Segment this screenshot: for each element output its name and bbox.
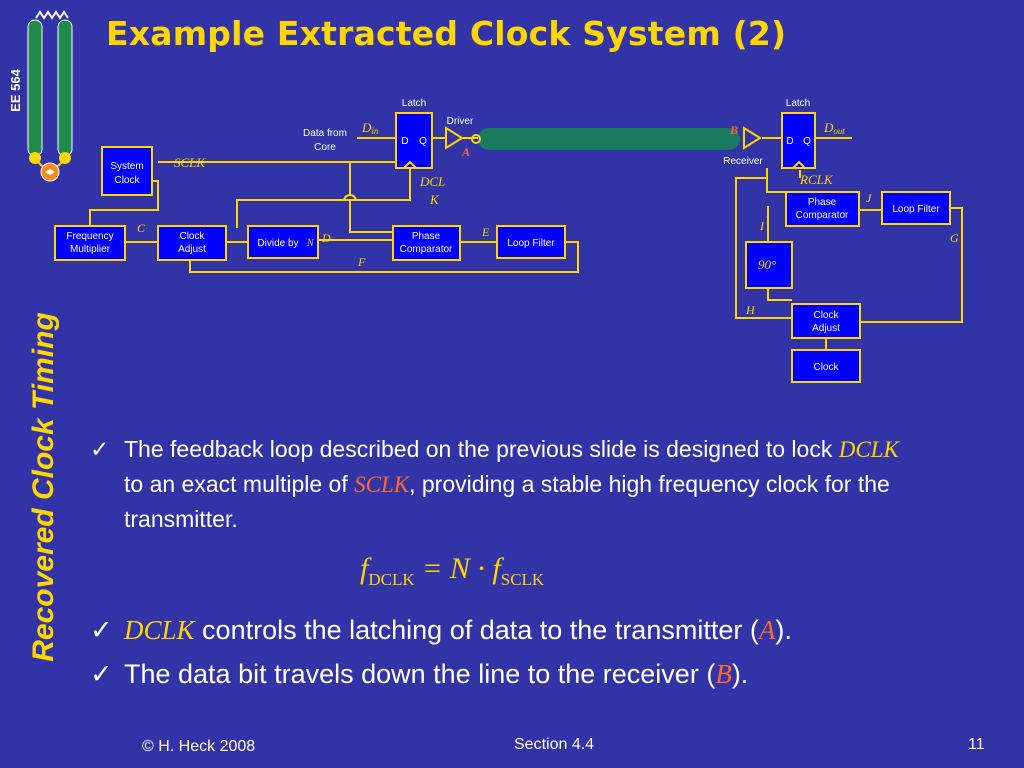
label-e: E xyxy=(481,225,490,239)
freq-mult-label-2: Multiplier xyxy=(70,244,111,255)
r-clock-adjust-label-2: Adjust xyxy=(812,323,840,334)
check-icon: ✓ xyxy=(90,615,113,645)
n-label: N xyxy=(306,238,315,249)
receiver-phase-comparator-box xyxy=(785,191,860,227)
footer-copyright: © H. Heck 2008 xyxy=(142,738,256,755)
r-clock-adjust-label-1: Clock xyxy=(813,310,839,321)
latch-left-box xyxy=(395,112,433,169)
logo-icon xyxy=(27,10,73,182)
receiver-clock-adjust-box xyxy=(791,303,861,339)
footer-page-number: 11 xyxy=(968,736,985,753)
rclk-label: RCLK xyxy=(799,172,834,187)
footer-section: Section 4.4 xyxy=(514,736,595,753)
r-phase-comp-label-1: Phase xyxy=(808,197,837,208)
deg90-label: 90° xyxy=(758,257,776,272)
clock-system-diagram: Latch Latch D Q D Q Driver Receiver Data… xyxy=(54,98,963,383)
phase-shift-90-box xyxy=(745,241,793,289)
bullet-3: ✓ The data bit travels down the line to … xyxy=(90,652,990,696)
receiver-loop-filter-box xyxy=(881,191,951,225)
label-d: D xyxy=(321,231,331,245)
driver-label: Driver xyxy=(447,116,474,127)
clock-adjust-label-2: Adjust xyxy=(178,244,206,255)
sclk-label: SCLK xyxy=(174,155,206,170)
receiver-label: Receiver xyxy=(723,156,763,167)
bullet-2: ✓ DCLK controls the latching of data to … xyxy=(90,608,990,652)
bullet-1: ✓ The feedback loop described on the pre… xyxy=(90,432,924,536)
data-from-label: Data from xyxy=(303,128,347,139)
dout-label: Dout xyxy=(823,120,845,136)
label-i: I xyxy=(759,219,765,233)
latch-left-d: D xyxy=(401,136,408,147)
latch-right-q: Q xyxy=(803,136,811,147)
label-h: H xyxy=(745,303,756,317)
receiver-clock-box xyxy=(791,349,861,383)
clock-adjust-box xyxy=(157,225,227,261)
check-icon: ✓ xyxy=(90,659,113,689)
check-icon: ✓ xyxy=(90,436,110,462)
divide-by-box xyxy=(247,225,319,259)
label-j: J xyxy=(866,191,872,205)
loop-filter-box xyxy=(496,225,566,259)
slide-title: Example Extracted Clock System (2) xyxy=(106,14,787,53)
dclk-label-2: K xyxy=(429,192,440,207)
dclk-label-1: DCL xyxy=(419,174,445,189)
din-label: Din xyxy=(361,120,379,136)
system-clock-label-2: Clock xyxy=(114,175,140,186)
clock-adjust-label-1: Clock xyxy=(179,231,205,242)
r-clock-label: Clock xyxy=(813,362,839,373)
phase-comp-label-2: Comparator xyxy=(400,244,453,255)
label-f: F xyxy=(357,255,366,269)
phase-comp-label-1: Phase xyxy=(412,231,441,242)
latch-left-label: Latch xyxy=(402,98,426,109)
latch-left-q: Q xyxy=(419,136,427,147)
system-clock-box xyxy=(101,146,153,196)
label-a: A xyxy=(461,145,470,159)
latch-right-label: Latch xyxy=(786,98,810,109)
frequency-multiplier-box xyxy=(54,225,126,261)
latch-right-box xyxy=(781,112,816,169)
loop-filter-label: Loop Filter xyxy=(507,238,555,249)
label-g: G xyxy=(950,231,959,245)
bullet-list: ✓ The feedback loop described on the pre… xyxy=(90,432,990,696)
system-clock-label-1: System xyxy=(110,161,143,172)
equation: fDCLK = N · fSCLK xyxy=(360,552,545,589)
label-b: B xyxy=(729,123,738,137)
latch-right-d: D xyxy=(786,136,793,147)
r-phase-comp-label-2: Comparator xyxy=(796,210,849,221)
r-loop-filter-label: Loop Filter xyxy=(892,204,940,215)
label-c: C xyxy=(137,221,146,235)
divide-by-label: Divide by xyxy=(257,238,298,249)
freq-mult-label-1: Frequency xyxy=(66,231,113,242)
phase-comparator-box xyxy=(392,225,461,261)
core-label: Core xyxy=(314,142,336,153)
